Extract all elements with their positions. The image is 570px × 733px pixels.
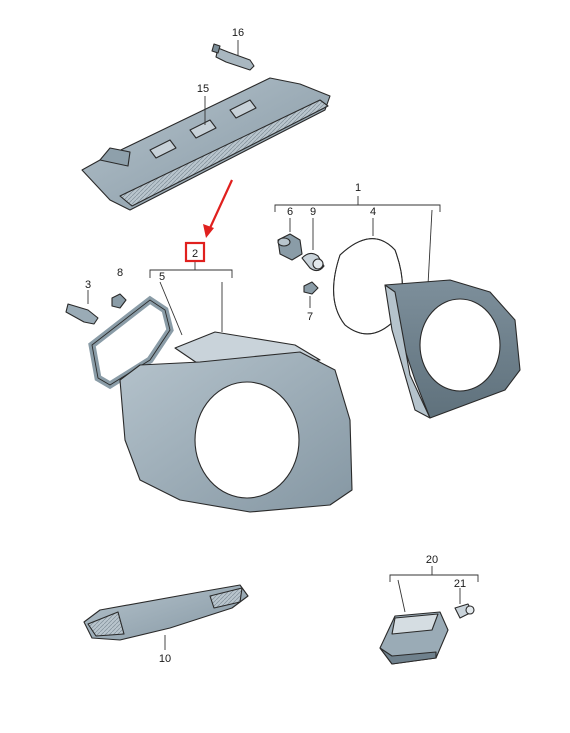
part-21-bulb	[454, 603, 475, 619]
part-3-screw	[65, 290, 99, 325]
part-9-bulb	[301, 252, 325, 272]
part-10-side-marker	[83, 584, 249, 650]
part-6-socket	[277, 233, 303, 261]
label-16: 16	[232, 27, 244, 39]
bracket-20	[389, 566, 479, 582]
highlight-arrow	[203, 179, 233, 238]
part-8-nut	[111, 293, 127, 309]
label-21: 21	[454, 578, 466, 590]
part-2-tail-light	[119, 331, 353, 513]
part-1-inner-light	[384, 279, 521, 419]
label-20: 20	[426, 554, 438, 566]
label-3: 3	[85, 279, 91, 291]
label-6: 6	[287, 206, 293, 218]
bracket-1	[274, 196, 441, 212]
part-20-plate-light	[379, 611, 449, 665]
label-7: 7	[307, 311, 313, 323]
label-8: 8	[117, 267, 123, 279]
label-4: 4	[370, 206, 376, 218]
bracket-2	[149, 262, 233, 278]
label-2: 2	[192, 248, 198, 260]
label-10: 10	[159, 653, 171, 665]
label-1: 1	[355, 182, 361, 194]
label-2-highlight-box	[184, 241, 206, 263]
label-15: 15	[197, 83, 209, 95]
part-7-nut	[303, 281, 319, 308]
part-16-bulb	[211, 40, 255, 71]
label-5: 5	[159, 271, 165, 283]
part-5-gasket	[88, 295, 174, 390]
label-9: 9	[310, 206, 316, 218]
part-15-brake-light	[81, 77, 331, 211]
